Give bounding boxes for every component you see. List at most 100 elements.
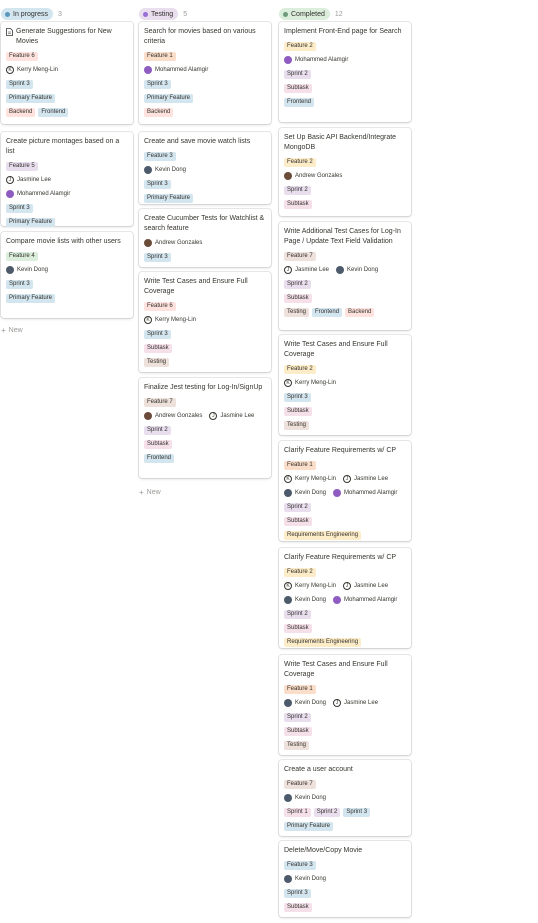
tag: Sprint 2 [313, 807, 341, 817]
assignee-name: Andrew Gonzales [295, 173, 343, 179]
status-pill[interactable]: In progress [1, 8, 54, 20]
assignee-row: Kevin Dong [6, 265, 128, 275]
tag: Subtask [284, 199, 312, 209]
assignee: Kevin Dong [144, 166, 186, 174]
assignee-name: Mohammed Alamgir [155, 67, 209, 73]
tag-row: Subtask [284, 902, 406, 912]
tag: Frontend [312, 307, 343, 317]
task-card[interactable]: Write Additional Test Cases for Log-In P… [279, 222, 411, 330]
card-title: Write Test Cases and Ensure Full Coverag… [284, 340, 406, 360]
tag-row: Sprint 2 [144, 425, 266, 435]
tag-row: Requirements Engineering [284, 637, 406, 647]
assignee: Andrew Gonzales [284, 172, 342, 180]
assignee: Kevin Dong [284, 794, 326, 802]
feature-row: Feature 6 [144, 301, 266, 311]
tag: Subtask [284, 902, 312, 912]
tag-row: Backend [144, 107, 266, 117]
tag: Sprint 3 [6, 203, 33, 213]
task-card[interactable]: Write Test Cases and Ensure Full Coverag… [279, 655, 411, 755]
task-card[interactable]: Write Test Cases and Ensure Full Coverag… [279, 335, 411, 435]
card-title-text: Clarify Feature Requirements w/ CP [284, 447, 397, 454]
task-card[interactable]: Search for movies based on various crite… [139, 22, 271, 124]
tag-row: Subtask [284, 623, 406, 633]
task-card[interactable]: Set Up Basic API Backend/Integrate Mongo… [279, 128, 411, 216]
card-title-text: Finalize Jest testing for Log-In/SignUp [144, 384, 263, 391]
feature-tag: Feature 2 [284, 41, 316, 51]
tag-row: Sprint 2 [284, 69, 406, 79]
feature-tag: Feature 1 [284, 460, 316, 470]
column-count: 5 [183, 10, 188, 18]
tag-row: Subtask [144, 343, 266, 353]
card-title: Create a user account [284, 765, 406, 775]
assignee-name: Andrew Gonzales [155, 240, 203, 246]
avatar [144, 66, 152, 74]
assignee-row: Mohammed Alamgir [144, 65, 266, 75]
status-dot-icon [283, 11, 288, 17]
new-card-button[interactable]: +New [1, 326, 23, 335]
avatar: J [6, 176, 14, 184]
card-title: Generate Suggestions for New Movies [6, 27, 128, 47]
tag-row: Sprint 3 [6, 79, 128, 89]
status-pill[interactable]: Completed [279, 8, 330, 20]
card-title-text: Write Test Cases and Ensure Full Coverag… [284, 341, 388, 358]
status-pill[interactable]: Testing [139, 8, 179, 20]
feature-tag: Feature 7 [144, 397, 176, 407]
tag-row: Sprint 3 [284, 888, 406, 898]
tag-row: Sprint 2 [284, 279, 406, 289]
assignee: Andrew Gonzales [144, 412, 202, 420]
card-title: Clarify Feature Requirements w/ CP [284, 553, 406, 563]
tag: Subtask [284, 726, 312, 736]
assignee: Mohammed Alamgir [6, 190, 70, 198]
task-card[interactable]: Write Test Cases and Ensure Full Coverag… [139, 272, 271, 372]
assignee-name: Kevin Dong [295, 795, 327, 801]
tag-row: Subtask [284, 83, 406, 93]
tag: Sprint 1 [284, 807, 311, 817]
assignee-row: Mohammed Alamgir [6, 189, 128, 199]
card-title: Finalize Jest testing for Log-In/SignUp [144, 383, 266, 393]
tag: Sprint 2 [284, 185, 311, 195]
task-card[interactable]: Create Cucumber Tests for Watchlist & se… [139, 209, 271, 267]
new-card-button[interactable]: +New [139, 488, 161, 497]
feature-tag: Feature 6 [144, 301, 176, 311]
assignee-row: Kevin Dong Mohammed Alamgir [284, 595, 406, 605]
assignee-row: Kevin Dong [284, 793, 406, 803]
task-card[interactable]: Clarify Feature Requirements w/ CP Featur… [279, 548, 411, 648]
feature-tag: Feature 2 [284, 567, 316, 577]
tag-row: Frontend [144, 453, 266, 463]
avatar: K [144, 316, 152, 324]
avatar: K [284, 379, 292, 387]
tag-row: Sprint 3 [144, 252, 266, 262]
status-dot-icon [5, 11, 10, 17]
assignee-name: Jasmine Lee [344, 700, 379, 706]
card-title-text: Create a user account [284, 766, 353, 773]
card-title: Create picture montages based on a list [6, 137, 128, 157]
assignee-name: Kevin Dong [295, 597, 327, 603]
card-title: Implement Front-End page for Search [284, 27, 406, 37]
avatar [284, 794, 292, 802]
assignee-name: Kevin Dong [295, 700, 327, 706]
task-card[interactable]: Clarify Feature Requirements w/ CP Featur… [279, 441, 411, 541]
tag: Primary Feature [6, 293, 56, 303]
feature-tag: Feature 3 [144, 151, 176, 161]
assignee-name: Mohammed Alamgir [344, 597, 398, 603]
feature-row: Feature 2 [284, 364, 406, 374]
tag-row: Sprint 3 [144, 329, 266, 339]
